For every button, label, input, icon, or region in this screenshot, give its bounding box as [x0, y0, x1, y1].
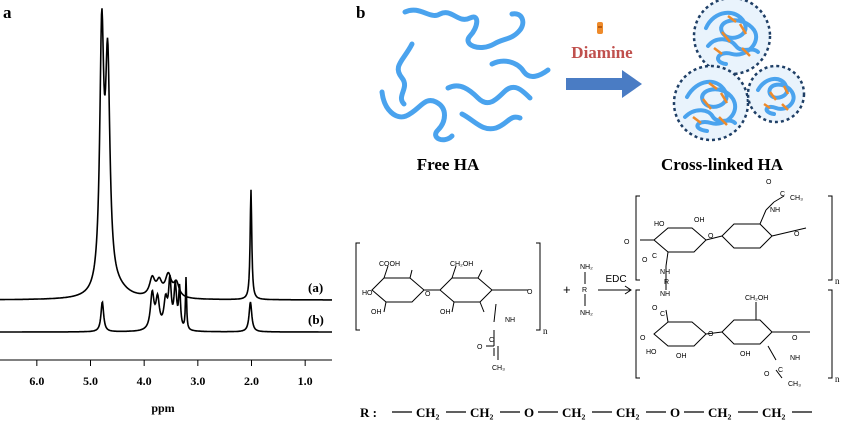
- svg-text:OH: OH: [694, 217, 705, 224]
- panel-b-label: b: [356, 3, 365, 22]
- svg-text:C: C: [660, 311, 665, 318]
- x-tick-label: 2.0: [244, 374, 259, 388]
- r-group-atom: CH₂: [470, 405, 494, 420]
- svg-text:COOH: COOH: [379, 261, 400, 268]
- svg-text:NH₂: NH₂: [580, 310, 593, 317]
- nmr-plot: (a) (b) 6.0 5.0 4.0 3.0 2.0 1.0 ppm: [0, 8, 332, 415]
- repeat-subscript-left: n: [543, 326, 548, 336]
- svg-text:NH: NH: [790, 355, 800, 362]
- r-chain: CH₂ CH₂ O CH₂ CH₂ O CH₂ CH₂: [392, 405, 812, 420]
- svg-text:O: O: [708, 331, 714, 338]
- svg-text:NH: NH: [660, 291, 670, 298]
- svg-text:CH₃: CH₃: [492, 365, 505, 372]
- reaction-arrow-icon: [566, 70, 642, 98]
- x-tick-label: 4.0: [137, 374, 152, 388]
- crosslinked-sphere-3: [746, 64, 806, 124]
- x-axis-label: ppm: [151, 401, 174, 415]
- edc-arrow-icon: [598, 285, 632, 295]
- svg-text:OH: OH: [676, 353, 687, 360]
- x-tick-label: 3.0: [190, 374, 205, 388]
- free-ha-chains-illustration: [379, 7, 551, 143]
- x-axis-ticks: 6.0 5.0 4.0 3.0 2.0 1.0: [29, 360, 313, 388]
- crosslinked-sphere-1: [692, 0, 772, 76]
- svg-text:C: C: [489, 337, 494, 344]
- svg-text:CH₂OH: CH₂OH: [745, 295, 768, 302]
- repeat-subscript-bottom: n: [835, 374, 840, 384]
- svg-text:O: O: [425, 291, 431, 298]
- svg-text:CH₂OH: CH₂OH: [450, 261, 473, 268]
- r-group-atom: CH₂: [562, 405, 586, 420]
- r-group-atom: CH₂: [416, 405, 440, 420]
- trace-label-a: (a): [308, 280, 323, 295]
- svg-text:O: O: [624, 239, 630, 246]
- svg-text:O: O: [792, 335, 798, 342]
- spectrum-trace-b: [0, 274, 332, 333]
- svg-text:OH: OH: [740, 351, 751, 358]
- svg-text:C: C: [652, 253, 657, 260]
- ha-repeat-unit-labels: COOH CH₂OH HO OH O OH NH C O CH₃ O: [362, 261, 533, 372]
- svg-text:O: O: [794, 231, 800, 238]
- trace-label-b: (b): [308, 312, 324, 327]
- ha-repeat-unit-structure: [355, 242, 541, 360]
- svg-text:R: R: [664, 279, 669, 286]
- repeat-subscript-top: n: [835, 276, 840, 286]
- svg-text:CH₃: CH₃: [788, 381, 801, 388]
- r-group-atom: CH₂: [708, 405, 732, 420]
- r-group-atom: CH₂: [762, 405, 786, 420]
- crosslinked-product-structure: [635, 195, 833, 379]
- svg-text:O: O: [708, 233, 714, 240]
- r-group-atom: CH₂: [616, 405, 640, 420]
- svg-text:C: C: [778, 367, 783, 374]
- svg-text:O: O: [764, 371, 770, 378]
- svg-text:HO: HO: [654, 221, 665, 228]
- diamine-label: Diamine: [571, 43, 633, 62]
- r-group-definition: R : CH₂ CH₂ O CH₂ CH₂ O CH₂ CH₂: [360, 405, 812, 420]
- r-group-atom: O: [524, 405, 534, 420]
- crosslinked-ha-label: Cross-linked HA: [661, 155, 784, 174]
- spectrum-trace-a: [0, 8, 332, 301]
- svg-text:HO: HO: [646, 349, 657, 356]
- svg-text:NH: NH: [505, 317, 515, 324]
- free-ha-label: Free HA: [417, 155, 480, 174]
- x-tick-label: 1.0: [298, 374, 313, 388]
- svg-text:NH: NH: [660, 269, 670, 276]
- svg-text:HO: HO: [362, 290, 373, 297]
- x-tick-label: 5.0: [83, 374, 98, 388]
- x-tick-label: 6.0: [29, 374, 44, 388]
- svg-text:OH: OH: [371, 309, 382, 316]
- svg-text:O: O: [477, 344, 483, 351]
- svg-text:OH: OH: [440, 309, 451, 316]
- svg-text:R: R: [582, 287, 587, 294]
- svg-text:O: O: [766, 179, 772, 186]
- svg-text:NH: NH: [770, 207, 780, 214]
- plus-sign: +: [563, 282, 571, 297]
- edc-label: EDC: [605, 274, 626, 285]
- svg-text:CH₃: CH₃: [790, 195, 803, 202]
- diamine-structure: NH₂ R NH₂: [580, 264, 593, 317]
- svg-text:O: O: [642, 257, 648, 264]
- svg-text:O: O: [640, 335, 646, 342]
- svg-text:NH₂: NH₂: [580, 264, 593, 271]
- diamine-molecule-icon: [597, 22, 603, 34]
- r-group-atom: O: [670, 405, 680, 420]
- r-prefix: R :: [360, 405, 377, 420]
- svg-text:O: O: [527, 289, 533, 296]
- panel-a-label: a: [3, 3, 12, 22]
- crosslinked-sphere-2: [672, 64, 750, 142]
- svg-text:O: O: [652, 305, 658, 312]
- svg-text:C: C: [780, 191, 785, 198]
